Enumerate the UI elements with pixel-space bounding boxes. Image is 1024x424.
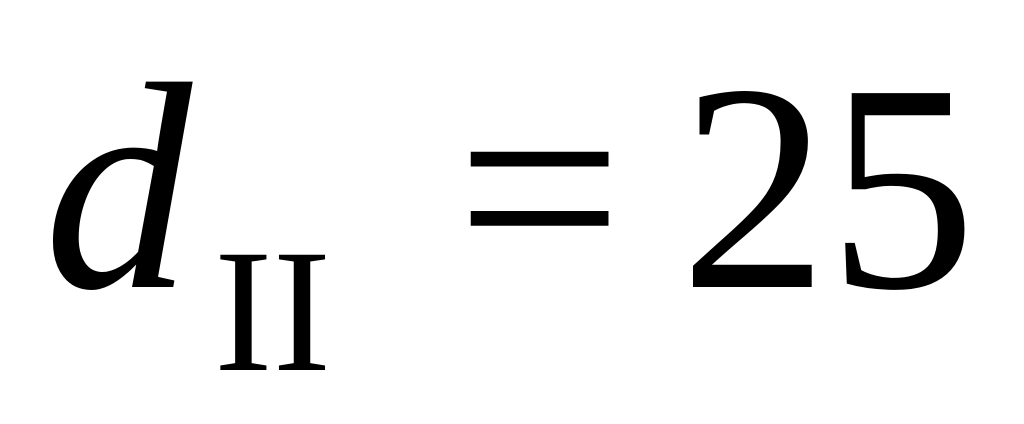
formula-variable: d (44, 24, 192, 352)
formula-equals-sign: = (456, 24, 623, 352)
formula-subscript: II (214, 214, 332, 409)
formula-value: 25 (680, 24, 976, 352)
